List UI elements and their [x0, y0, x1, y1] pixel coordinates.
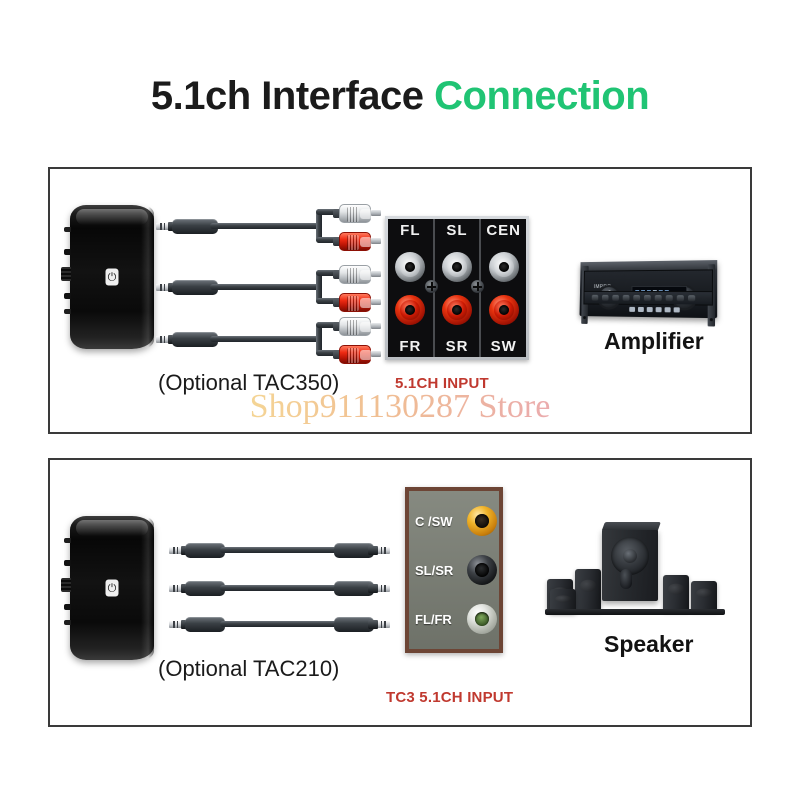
device-port-nub [64, 538, 71, 543]
jack-35mm-plug [370, 546, 390, 555]
rca-plug-red [333, 293, 381, 312]
cable-wire [220, 621, 340, 627]
page-title: 5.1ch Interface Connection [0, 74, 800, 119]
rca-plug-red [333, 232, 381, 251]
rca-plug-white [333, 265, 381, 284]
rca-label-top: SL [446, 223, 467, 238]
aux-row-sl-sr: SL/SR [409, 548, 499, 592]
speaker-system-illustration [545, 505, 725, 615]
aux-jack-sl-sr[interactable] [467, 555, 497, 585]
amplifier-caption: Amplifier [604, 330, 704, 353]
speaker-base-shadow [545, 609, 725, 615]
device-port-nub [64, 227, 71, 232]
rca-input-bank: FL FR SL SR CEN [385, 216, 529, 360]
satellite-speaker [663, 575, 689, 611]
speaker-caption: Speaker [604, 633, 694, 656]
aux-row-fl-fr: FL/FR [409, 597, 499, 641]
amplifier-button-row[interactable] [629, 307, 680, 313]
rca-plug-white [333, 317, 381, 336]
rca-label-bottom: SR [446, 339, 469, 354]
subwoofer-driver [611, 537, 649, 575]
device-port-nub [64, 309, 71, 314]
amplifier-illustration: IMPRO [566, 255, 726, 327]
jack-35mm-plug [370, 620, 390, 629]
cable-boot [185, 543, 225, 558]
cable-wire [210, 284, 320, 290]
device-port-nub [64, 604, 71, 610]
rca-jack-sw[interactable] [489, 295, 519, 325]
satellite-speaker [575, 569, 601, 611]
device-port-nub [64, 249, 71, 255]
input-label-51ch: 5.1CH INPUT [395, 376, 489, 391]
optional-model-label-tac350: (Optional TAC350) [158, 372, 339, 394]
jack-35mm-plug [370, 584, 390, 593]
bluetooth-receiver-device: ⏻ [70, 516, 154, 660]
cable-wire [210, 223, 320, 229]
subwoofer [602, 529, 658, 601]
device-power-logo-glyph: ⏻ [108, 583, 117, 594]
aux-input-bank: C /SW SL/SR FL/FR [405, 487, 503, 653]
amplifier-lower-controls[interactable] [584, 291, 712, 305]
device-antenna-connector [61, 578, 71, 592]
rca-label-top: FL [400, 223, 420, 238]
rca-jack-fr[interactable] [395, 295, 425, 325]
optional-model-label-tac210: (Optional TAC210) [158, 658, 339, 680]
rca-label-top: CEN [486, 223, 521, 238]
rca-plug-red [333, 345, 381, 364]
device-power-logo-glyph: ⏻ [108, 272, 117, 283]
page-title-accent: Connection [434, 74, 649, 118]
cable-boot [185, 617, 225, 632]
device-port-nub [64, 293, 71, 299]
device-port-nub [64, 560, 71, 566]
device-antenna-connector [61, 267, 71, 281]
aux-jack-c-sw[interactable] [467, 506, 497, 536]
satellite-speaker [691, 581, 717, 611]
aux-label-fl-fr: FL/FR [415, 613, 467, 626]
rca-jack-cen[interactable] [489, 252, 519, 282]
rca-plug-white [333, 204, 381, 223]
rca-label-bottom: SW [491, 339, 517, 354]
subwoofer-top [602, 522, 661, 530]
device-power-logo: ⏻ [106, 580, 119, 597]
plate-screw [425, 280, 438, 293]
input-label-tc3-51ch: TC3 5.1CH INPUT [386, 690, 513, 705]
device-power-logo: ⏻ [106, 269, 119, 286]
aux-row-c-sw: C /SW [409, 499, 499, 543]
device-port-nub [64, 620, 71, 625]
aux-label-sl-sr: SL/SR [415, 564, 467, 577]
cable-wire [220, 585, 340, 591]
cable-wire [210, 336, 320, 342]
rca-column-cen-sw: CEN SW [481, 219, 526, 357]
cable-boot [185, 581, 225, 596]
amplifier-chassis: IMPRO [580, 260, 718, 318]
rca-jack-sl[interactable] [442, 252, 472, 282]
rca-label-bottom: FR [399, 339, 421, 354]
aux-label-c-sw: C /SW [415, 515, 467, 528]
page-title-main: 5.1ch Interface [151, 74, 424, 118]
rca-jack-fl[interactable] [395, 252, 425, 282]
amplifier-front-panel: IMPRO [583, 269, 713, 305]
rca-jack-sr[interactable] [442, 295, 472, 325]
subwoofer-bass-port [620, 569, 632, 589]
plate-screw [471, 280, 484, 293]
bluetooth-receiver-device: ⏻ [70, 205, 154, 349]
aux-jack-fl-fr[interactable] [467, 604, 497, 634]
cable-wire [220, 547, 340, 553]
